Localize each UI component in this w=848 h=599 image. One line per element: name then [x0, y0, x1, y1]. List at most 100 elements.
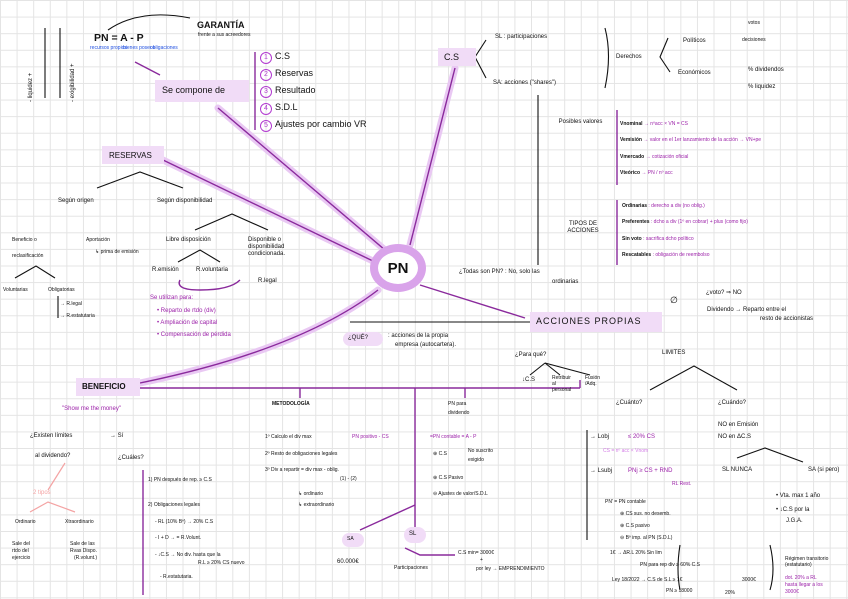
- tipo-def: : obligación de reembolso: [652, 252, 710, 258]
- todas-ordinarias: ordinarias: [552, 279, 579, 285]
- economicos: Económicos: [678, 70, 711, 76]
- sa-item: • Vta. max 1 año: [776, 493, 821, 499]
- highlight-box: [530, 312, 662, 332]
- r-legal: R.legal: [258, 278, 277, 284]
- paso1-formula: PN positivo - CS: [352, 434, 389, 440]
- dos-tipos: 2 tipos: [33, 490, 51, 496]
- ley-item: Ley 18/2022 → C.S de S.L ≥ 1€: [612, 577, 683, 583]
- pct-dividendos: % dividendos: [748, 67, 784, 73]
- show-me-money: "Show me the money": [62, 406, 121, 412]
- resto-accionistas: resto de accionistas: [760, 316, 814, 322]
- valor-def: → nºacc × VN = CS: [643, 121, 688, 127]
- para-item: Retribuir al personal: [552, 375, 572, 393]
- que-text-2: empresa (autocartera).: [395, 342, 457, 348]
- liquidez-axis-label: - liquidez +: [28, 72, 34, 102]
- highlight-box: [438, 48, 476, 66]
- pct-liquidez: % liquidez: [748, 84, 776, 90]
- plus-sign: +: [480, 557, 483, 563]
- voluntarias: Voluntarias: [3, 287, 28, 293]
- paso: 3º Div a repartir = div max - oblig.: [265, 467, 339, 473]
- ley-item: PN ≥ 18000: [666, 588, 693, 594]
- tipo-key: Rescatables: [622, 252, 652, 258]
- sa-acciones: SA: acciones ("shares"): [493, 80, 556, 86]
- no-suscrito: No suscrito: [468, 448, 494, 454]
- condicion-1: 1) PN después de rep. ≥ C.S: [148, 477, 212, 483]
- highlight-box: [404, 527, 426, 543]
- tipo-def: : derecho a div (no oblig.): [648, 203, 705, 209]
- obligacion-item: - I + D → = R.Volunt.: [155, 535, 202, 541]
- si-answer: → Sí: [110, 433, 124, 439]
- votos: votos: [748, 20, 760, 26]
- se-compone-label: Se compone de: [162, 85, 226, 95]
- valor-key: Vnominal: [620, 121, 643, 127]
- paso: 2º Resto de obligaciones legales: [265, 451, 338, 457]
- pn-center-node: PN: [370, 244, 426, 292]
- pn-prime-item: ⊖ Bº imp. al PN (S.D.L): [620, 535, 673, 541]
- que-text: : acciones de la propia: [388, 333, 449, 339]
- cs-title: C.S: [444, 52, 460, 62]
- sa-node: SA: [347, 536, 354, 542]
- highlight-box: [155, 80, 249, 102]
- text-row: Vteórico → PN / nº acc: [620, 170, 673, 177]
- ordinario-desc: ejercicio: [12, 555, 31, 561]
- para-que: ¿Para qué?: [515, 352, 547, 358]
- text-row: Preferentes : dcho a div (1º en cobrar) …: [622, 219, 748, 226]
- garantia-label: GARANTÍA: [197, 20, 245, 30]
- existen-limites: ¿Existen límites: [30, 433, 73, 439]
- aportacion: Aportación: [86, 237, 110, 243]
- posibles-valores: Posibles valores: [558, 119, 603, 125]
- reclasificacion: reclasificación: [12, 253, 44, 259]
- cs-definition: CS = nº acc × Vnom: [603, 448, 649, 454]
- pn-prime: PN' = PN contable: [605, 499, 646, 505]
- valor-def: → valor en el 1er lanzamiento de la acci…: [643, 137, 762, 143]
- ordinario-desc: Sale del: [12, 541, 31, 547]
- valor-key: Vmercado: [620, 154, 645, 160]
- valor-key: Vteórico: [620, 170, 641, 176]
- metodologia: METODOLOGÍA: [272, 401, 310, 407]
- exigibilidad-axis-label: - exigibilidad +: [70, 63, 76, 102]
- pn-prime-item: ⊕ CS sus. no desemb.: [620, 511, 671, 517]
- a-sublabel: bienes poseos: [123, 45, 156, 51]
- beneficio-o: Beneficio o: [12, 237, 37, 243]
- r-legal-small: → R.legal: [60, 301, 82, 307]
- pn-center-label: PN: [387, 259, 409, 277]
- highlight-box: [343, 332, 383, 346]
- condicion-2: 2) Obligaciones legales: [148, 502, 200, 508]
- decisiones: decisiones: [742, 37, 766, 43]
- tipo-key: Preferentes: [622, 219, 650, 225]
- number-circle-icon: 1: [260, 52, 272, 64]
- lsubj-value: PNj ≥ CS + RND: [628, 468, 673, 474]
- lsubj: → Lsubj: [590, 468, 613, 474]
- disponible-condicionada: Disponible o disponibilidad condicionada…: [248, 237, 286, 257]
- cuanto: ¿Cuánto?: [616, 400, 643, 406]
- valor-key: Vemisión: [620, 137, 642, 143]
- number-circle-icon: 3: [260, 86, 272, 98]
- se-utilizan-para: Se utilizan para:: [150, 295, 194, 301]
- text-row: Ordinarias : derecho a div (no oblig.): [622, 203, 705, 210]
- uso-item: • Ampliación de capital: [157, 320, 218, 326]
- tipo-def: : sacrifica dcho político: [643, 236, 694, 242]
- pn-prime-item: ⊕ C.S pasivo: [620, 523, 650, 529]
- xtra-desc: (R.volunt.): [74, 555, 98, 561]
- highlight-box: [342, 533, 364, 547]
- cuales: ¿Cuáles?: [118, 455, 144, 461]
- ley-20: 20%: [725, 590, 736, 596]
- pn-sublabel: recursos propios: [90, 45, 127, 51]
- extraordinario: Xtraordinario: [65, 519, 94, 525]
- beneficio-title: BENEFICIO: [82, 382, 126, 391]
- acciones-propias-title: ACCIONES PROPIAS: [536, 316, 642, 326]
- r-voluntaria: R.voluntaria: [196, 267, 229, 273]
- pn-equation: PN = A - P: [94, 32, 144, 44]
- prima-emision: ↳ prima de emisión: [95, 249, 139, 255]
- number-circle-icon: 5: [260, 120, 272, 132]
- valor-def: → cotización oficial: [645, 154, 689, 160]
- que-label: ¿QUÉ?: [348, 335, 369, 341]
- sa-si-pero: SA (si pero): [808, 467, 840, 473]
- number-circle-icon: 4: [260, 103, 272, 115]
- dotacion: hasta llegar a los: [785, 582, 823, 588]
- xtra-desc: Sale de las: [70, 541, 95, 547]
- ley-3000: 3000€: [742, 577, 756, 583]
